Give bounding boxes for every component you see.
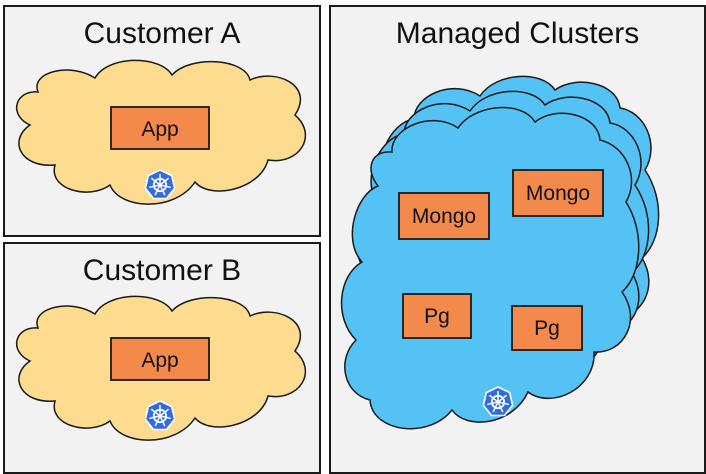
service-label-mongo-2: Mongo — [526, 182, 590, 205]
pg-box-1: Pg — [402, 293, 472, 339]
service-label-pg-2: Pg — [534, 317, 560, 340]
app-box-b: App — [110, 337, 210, 381]
managed-clusters-title: Managed Clusters — [395, 17, 640, 50]
kubernetes-icon — [482, 386, 514, 417]
app-label-a: App — [141, 118, 178, 141]
app-box-a: App — [110, 106, 210, 150]
kubernetes-icon — [144, 400, 176, 431]
pg-box-2: Pg — [511, 305, 583, 351]
customer-a-title: Customer A — [83, 17, 241, 50]
customer-b-title: Customer B — [82, 254, 242, 287]
app-label-b: App — [141, 349, 178, 372]
mongo-box-2: Mongo — [512, 169, 604, 217]
managed-cloud-front — [340, 106, 640, 430]
service-label-pg-1: Pg — [424, 305, 450, 328]
service-label-mongo-1: Mongo — [412, 205, 476, 228]
mongo-box-1: Mongo — [398, 192, 490, 240]
kubernetes-icon — [144, 169, 176, 200]
